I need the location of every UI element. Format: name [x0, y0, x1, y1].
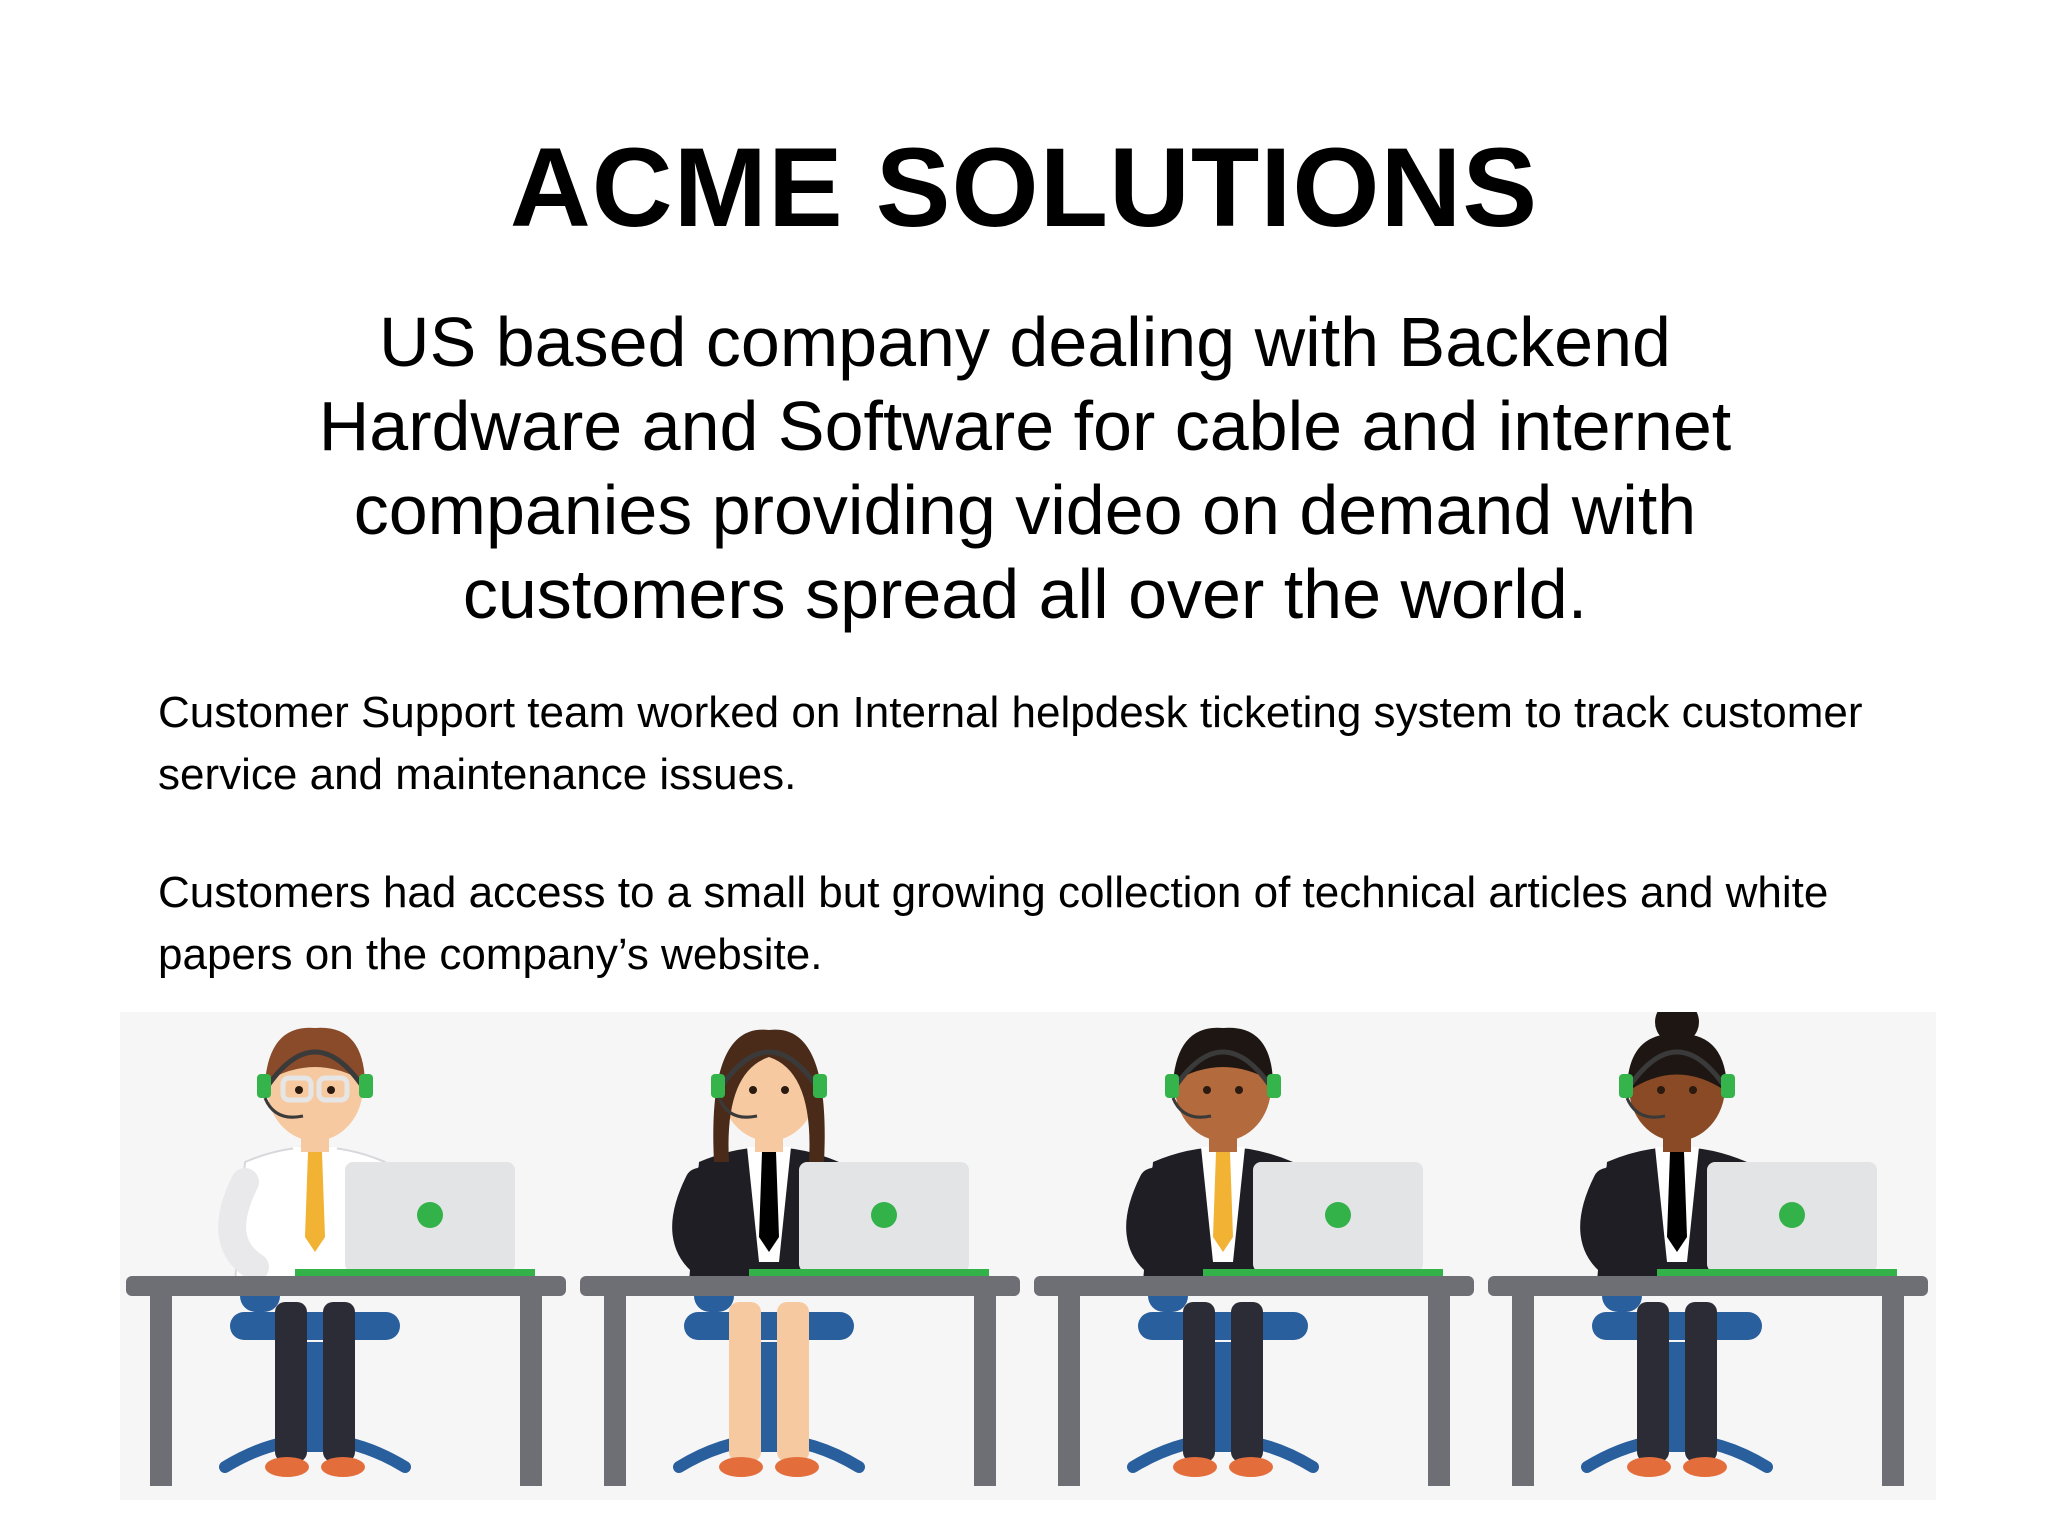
desk-leg — [1428, 1296, 1450, 1486]
laptop-base — [749, 1269, 989, 1276]
tie — [759, 1152, 779, 1252]
desk-leg — [1882, 1296, 1904, 1486]
shoe-left — [1173, 1457, 1217, 1477]
headset-mic — [717, 1097, 758, 1119]
shoe-left — [719, 1457, 763, 1477]
hair — [1627, 1033, 1727, 1092]
support-agents-graphic — [126, 1012, 1928, 1486]
headset-icon — [1721, 1074, 1735, 1098]
chair-base — [1127, 1433, 1319, 1473]
desk-top — [580, 1276, 1020, 1296]
desk-leg — [1512, 1296, 1534, 1486]
tie — [1213, 1152, 1233, 1252]
eye-right — [327, 1086, 335, 1094]
leg-left — [729, 1302, 761, 1462]
headset-icon — [711, 1074, 725, 1098]
chair-seat — [1138, 1312, 1308, 1340]
laptop-base — [1657, 1269, 1897, 1276]
headset-band — [1626, 1049, 1728, 1089]
desk-top — [1034, 1276, 1474, 1296]
leg-left — [1183, 1302, 1215, 1462]
shoe-right — [1229, 1457, 1273, 1477]
leg-left — [275, 1302, 307, 1462]
desk-leg — [974, 1296, 996, 1486]
headset-band — [1172, 1049, 1274, 1089]
eye-left — [749, 1086, 757, 1094]
shoe-right — [1683, 1457, 1727, 1477]
headset-mic — [1171, 1097, 1212, 1119]
eye-left — [1657, 1086, 1665, 1094]
laptop-logo-dot — [1325, 1202, 1351, 1228]
shoe-left — [265, 1457, 309, 1477]
agent-station-1 — [126, 1027, 566, 1486]
headset-icon — [1619, 1074, 1633, 1098]
leg-left — [1637, 1302, 1669, 1462]
arm — [1126, 1168, 1177, 1281]
headset-icon — [1165, 1074, 1179, 1098]
desk-leg — [1058, 1296, 1080, 1486]
headset-mic — [263, 1097, 304, 1119]
eye-right — [1689, 1086, 1697, 1094]
paragraph-support-team: Customer Support team worked on Internal… — [158, 688, 1863, 799]
arm — [1580, 1168, 1631, 1281]
agent-station-4 — [1488, 1012, 1928, 1486]
desk-leg — [520, 1296, 542, 1486]
eye-right — [781, 1086, 789, 1094]
glasses-right — [316, 1075, 350, 1103]
desk-leg — [150, 1296, 172, 1486]
desk-leg — [604, 1296, 626, 1486]
chair-seat — [230, 1312, 400, 1340]
shoe-right — [775, 1457, 819, 1477]
chair-seat — [684, 1312, 854, 1340]
headset-icon — [359, 1074, 373, 1098]
headset-icon — [257, 1074, 271, 1098]
desk-top — [1488, 1276, 1928, 1296]
support-agents-illustration — [120, 1012, 1936, 1500]
leg-right — [1685, 1302, 1717, 1462]
tie — [1667, 1152, 1687, 1252]
laptop-base — [295, 1269, 535, 1276]
chair-base — [219, 1433, 411, 1473]
tie — [305, 1152, 325, 1252]
glasses-left — [280, 1075, 314, 1103]
chair-seat — [1592, 1312, 1762, 1340]
laptop-logo-dot — [417, 1202, 443, 1228]
arm — [672, 1168, 723, 1281]
leg-right — [323, 1302, 355, 1462]
agent-station-3 — [1034, 1027, 1474, 1486]
slide-title: ACME SOLUTIONS — [509, 125, 1539, 250]
paragraph-customer-access: Customers had access to a small but grow… — [158, 868, 1829, 979]
eye-right — [1235, 1086, 1243, 1094]
laptop-base — [1203, 1269, 1443, 1276]
agent-station-2 — [580, 1029, 1020, 1486]
desk-top — [126, 1276, 566, 1296]
hair — [1173, 1027, 1273, 1082]
leg-right — [1231, 1302, 1263, 1462]
shoe-right — [321, 1457, 365, 1477]
arm — [218, 1168, 269, 1281]
chair-base — [673, 1433, 865, 1473]
slide-subtitle: US based company dealing with Backend Ha… — [318, 303, 1732, 633]
leg-right — [777, 1302, 809, 1462]
headset-icon — [813, 1074, 827, 1098]
shoe-left — [1627, 1457, 1671, 1477]
laptop-logo-dot — [871, 1202, 897, 1228]
headset-mic — [1625, 1097, 1666, 1119]
hair — [265, 1027, 365, 1082]
headset-icon — [1267, 1074, 1281, 1098]
chair-base — [1581, 1433, 1773, 1473]
headset-band — [264, 1049, 366, 1089]
eye-left — [1203, 1086, 1211, 1094]
eye-left — [295, 1086, 303, 1094]
headset-band — [718, 1049, 820, 1089]
laptop-logo-dot — [1779, 1202, 1805, 1228]
